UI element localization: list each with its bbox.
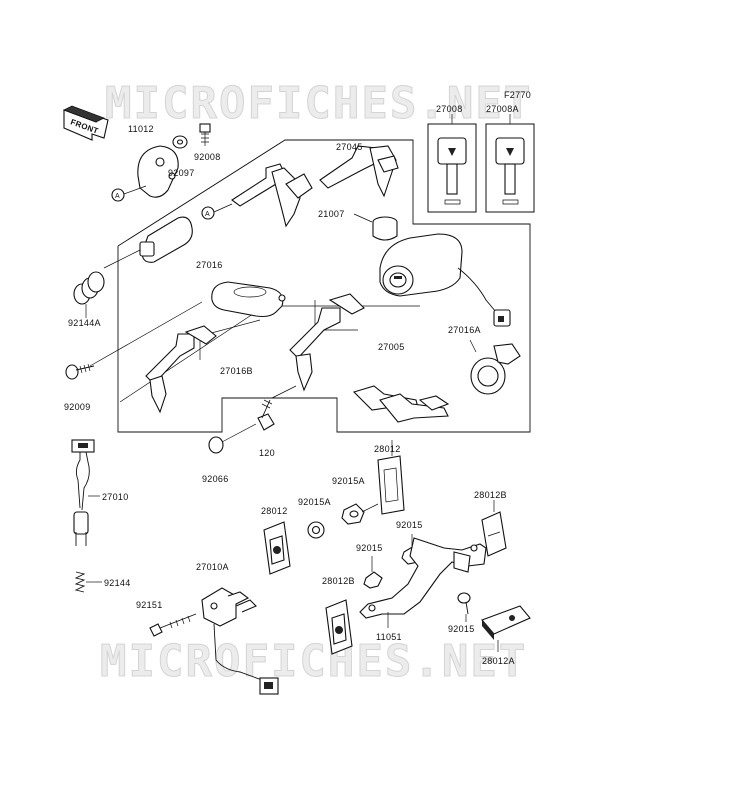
label-27010: 27010 — [102, 492, 129, 502]
watermark-top: MICROFICHES.NET — [105, 78, 532, 129]
bolt-120 — [257, 385, 297, 431]
nut-92015-mid — [363, 556, 383, 589]
label-92015A-top: 92015A — [332, 476, 365, 486]
assembly-outline — [117, 139, 531, 433]
pad-28012-mid — [263, 521, 291, 575]
label-92066: 92066 — [202, 474, 229, 484]
lock-27016A — [469, 339, 521, 395]
label-27016A: 27016A — [448, 325, 481, 335]
label-92015-low: 92015 — [448, 624, 475, 634]
svg-text:A: A — [115, 193, 120, 200]
label-92015-right: 92015 — [396, 520, 423, 530]
label-21007: 21007 — [318, 209, 345, 219]
switch-27010A — [201, 587, 279, 695]
ignition-switch — [379, 233, 511, 327]
label-27008A: 27008A — [486, 104, 519, 114]
label-92009: 92009 — [64, 402, 91, 412]
watermark-bottom: MICROFICHES.NET — [100, 636, 527, 687]
label-27016: 27016 — [196, 260, 223, 270]
label-28012A: 28012A — [482, 656, 515, 666]
label-27016B: 27016B — [220, 366, 253, 376]
nut-92015A-top — [341, 503, 379, 525]
label-11012: 11012 — [128, 124, 154, 134]
label-28012B-right: 28012B — [474, 490, 507, 500]
washer-92097 — [172, 135, 188, 149]
pad-28012B-low — [325, 599, 353, 655]
label-92151: 92151 — [136, 600, 163, 610]
screw-92009 — [65, 301, 203, 380]
label-11051: 11051 — [376, 632, 402, 642]
bolt-92151 — [149, 613, 197, 637]
cover-27016B — [211, 281, 286, 318]
key-card-27008 — [427, 123, 477, 213]
pad-28012-top — [377, 440, 405, 515]
figure-code: F2770 — [504, 90, 531, 100]
wire-harness-27010 — [71, 439, 100, 546]
svg-text:A: A — [205, 211, 210, 218]
springs-92144A — [73, 271, 105, 318]
key-card-27008A — [485, 123, 535, 213]
key-pair-27016A — [352, 385, 450, 423]
nut-92015A-mid — [307, 521, 325, 539]
bolt-92008 — [199, 123, 211, 146]
label-27008: 27008 — [436, 104, 463, 114]
label-92097: 92097 — [168, 168, 195, 178]
label-27045: 27045 — [336, 142, 363, 152]
label-28012-mid: 28012 — [261, 506, 288, 516]
pad-28012B-right — [481, 500, 507, 557]
key-pair-27005 — [289, 293, 365, 392]
lock-cylinder-27016 — [103, 216, 193, 269]
key-pair-top-left — [231, 163, 313, 228]
label-120: 120 — [259, 448, 275, 458]
washer-92066 — [208, 423, 257, 454]
cap-21007 — [353, 213, 398, 241]
bracket-11051 — [359, 537, 487, 628]
label-92144A: 92144A — [68, 318, 101, 328]
ref-marker-a-1: A — [111, 188, 125, 202]
label-27010A: 27010A — [196, 562, 229, 572]
label-92144: 92144 — [104, 578, 131, 588]
label-92015A-mid: 92015A — [298, 497, 331, 507]
key-pair-27016B — [145, 325, 217, 414]
label-92008: 92008 — [194, 152, 221, 162]
label-92015-mid: 92015 — [356, 543, 383, 553]
pad-28012A — [481, 605, 531, 652]
label-27005: 27005 — [378, 342, 405, 352]
bracket-11012 — [137, 145, 179, 198]
spring-92144 — [74, 571, 102, 593]
key-pair-27045 — [319, 145, 399, 198]
front-arrow-icon: FRONT — [63, 105, 109, 141]
ref-marker-a-2: A — [201, 206, 215, 220]
label-28012B-low: 28012B — [322, 576, 355, 586]
label-28012-top: 28012 — [374, 444, 401, 454]
bolt-92015-low — [457, 592, 471, 622]
